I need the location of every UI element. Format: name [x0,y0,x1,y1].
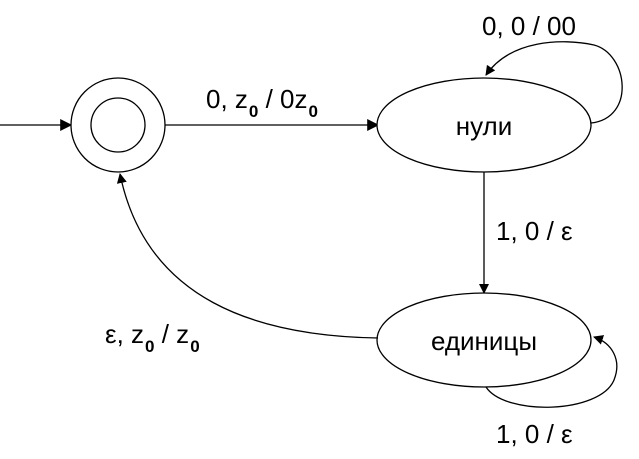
label-start-to-zeros-input: 0, z [206,84,248,114]
label-ones-to-start-push-subscript: 0 [190,337,199,356]
edge-zeros-loop [485,41,623,124]
label-ones-to-start: ε, z0 / z0 [105,319,200,356]
edge-ones-to-start [116,173,379,339]
label-ones-to-start-input-subscript: 0 [145,337,154,356]
label-start-to-zeros: 0, z0 / 0z0 [206,84,318,121]
label-ones-to-start-push: / z [155,319,190,349]
label-start-to-zeros-push-subscript: 0 [309,102,318,121]
start-state-inner-circle [90,97,146,153]
zeros-state-label: нули [456,111,512,141]
ones-state: единицы [376,292,592,388]
start-state [70,77,166,173]
ones-state-ellipse [376,292,592,388]
label-start-to-zeros-input-subscript: 0 [249,102,258,121]
label-start-to-zeros-push: / 0z [258,84,307,114]
label-ones-to-start-input: ε, z [105,319,144,349]
label-ones-loop: 1, 0 / ε [496,419,573,449]
label-zeros-to-ones: 1, 0 / ε [496,216,573,246]
ones-state-label: единицы [431,326,537,356]
label-zeros-loop: 0, 0 / 00 [482,11,576,41]
zeros-state: нули [376,77,592,173]
edge-ones-loop [485,335,618,408]
